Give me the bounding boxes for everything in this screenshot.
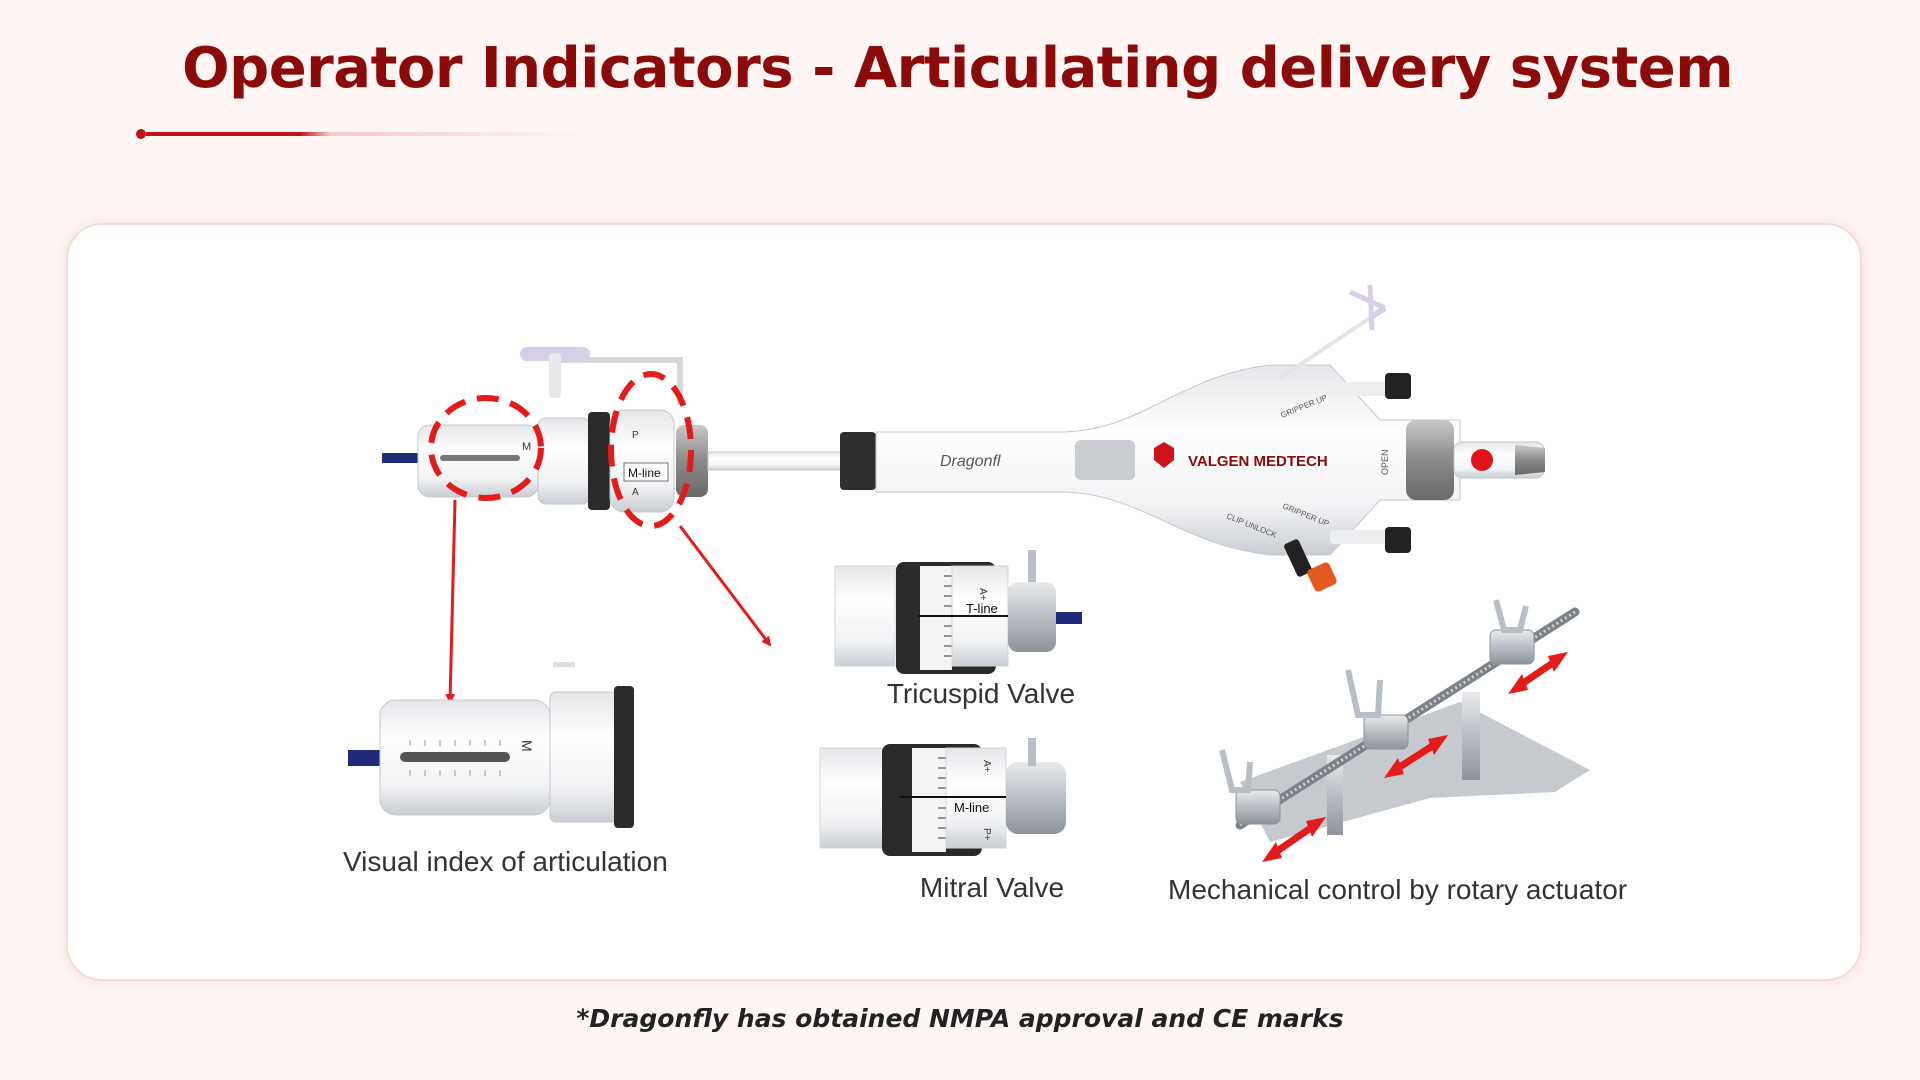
t-line-label: T-line bbox=[966, 601, 998, 616]
highlight-dial-circle bbox=[608, 371, 694, 529]
page-title: Operator Indicators - Articulating deliv… bbox=[182, 36, 1734, 101]
detail-m-marker: M bbox=[519, 740, 535, 752]
clip-release-knob bbox=[1406, 420, 1454, 500]
actuator-base bbox=[1240, 702, 1590, 842]
mitral-m-line-label: M-line bbox=[954, 800, 989, 815]
tricuspid-a-plus: A+ bbox=[977, 588, 988, 601]
catheter-tip bbox=[382, 453, 422, 463]
open-label: OPEN bbox=[1380, 449, 1390, 475]
a-marker-text: A bbox=[632, 487, 639, 498]
window bbox=[1075, 440, 1135, 480]
title-underline-dot bbox=[136, 129, 146, 139]
articulation-caption: Visual index of articulation bbox=[343, 846, 668, 877]
m-marker-text: M bbox=[522, 441, 531, 453]
footnote: *Dragonfly has obtained NMPA approval an… bbox=[576, 1004, 1344, 1033]
mitral-p-plus: P+ bbox=[981, 828, 992, 841]
gripper-port-top bbox=[1385, 373, 1411, 399]
dial-callout-arrow bbox=[678, 525, 772, 647]
shaft bbox=[707, 451, 845, 471]
rotary-actuator-detail bbox=[1219, 599, 1590, 842]
red-button bbox=[1471, 449, 1493, 471]
title-underline-bar bbox=[146, 132, 586, 136]
brand-name: Dragonfl bbox=[940, 453, 1001, 470]
dial-ring bbox=[588, 412, 610, 510]
articulation-knob-detail: M bbox=[348, 662, 634, 828]
company-name: VALGEN MEDTECH bbox=[1188, 453, 1328, 470]
valgen-logo-icon bbox=[1154, 442, 1174, 468]
mitral-dial-detail: M-line A+ P+ bbox=[819, 738, 1066, 856]
tricuspid-caption: Tricuspid Valve bbox=[887, 678, 1075, 709]
gripper-port-bottom bbox=[1385, 527, 1411, 553]
articulation-callout-arrow bbox=[445, 499, 457, 704]
p-marker-text: P bbox=[632, 430, 639, 441]
mitral-a-plus: A+ bbox=[981, 760, 992, 773]
main-dial-label: M-line bbox=[628, 466, 661, 480]
mechanical-caption: Mechanical control by rotary actuator bbox=[1168, 874, 1628, 905]
delivery-system-handle: M P A M-line Dragonfl VALGEN MEDTECH GRI… bbox=[382, 284, 1545, 592]
tricuspid-dial-detail: T-line A+ bbox=[834, 550, 1082, 674]
title-underline bbox=[136, 127, 596, 141]
clip-unlock-port bbox=[1307, 562, 1337, 592]
highlight-articulation-circle bbox=[428, 395, 544, 501]
mitral-caption: Mitral Valve bbox=[920, 872, 1064, 903]
